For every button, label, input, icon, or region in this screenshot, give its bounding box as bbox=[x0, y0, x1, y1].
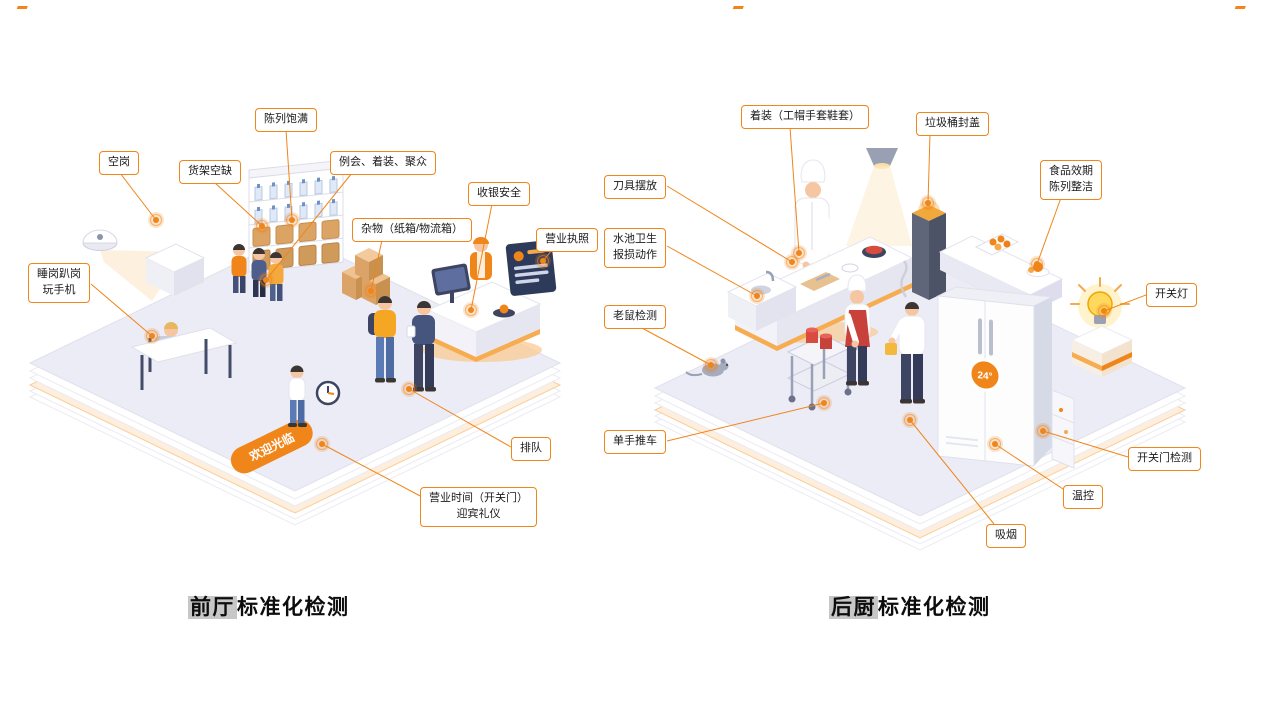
callout-light-switch: 开关灯 bbox=[1146, 283, 1197, 307]
detection-dot bbox=[254, 218, 270, 234]
callout-display-full: 陈列饱满 bbox=[255, 108, 317, 132]
back-kitchen-title: 后厨标准化检测 bbox=[829, 591, 991, 621]
staff-person-yellow bbox=[268, 252, 284, 301]
faucet-icon bbox=[765, 270, 775, 282]
callout-uniform: 着装（工帽手套鞋套） bbox=[741, 105, 869, 129]
callout-opening-hours: 营业时间（开关门） 迎宾礼仪 bbox=[420, 487, 537, 527]
detection-dot bbox=[1029, 256, 1045, 272]
walking-person bbox=[288, 365, 307, 427]
back-kitchen-illustration: 24° bbox=[653, 148, 1187, 551]
front-hall-illustration: 欢迎光临 bbox=[28, 159, 562, 526]
detection-dot bbox=[314, 436, 330, 452]
pos-monitor bbox=[431, 263, 471, 296]
front-hall-title: 前厅标准化检测 bbox=[188, 591, 350, 621]
callout-temp-control: 温控 bbox=[1063, 485, 1103, 509]
detection-dot bbox=[749, 288, 765, 304]
fridge-open-door bbox=[1051, 389, 1075, 469]
callout-rat-detection: 老鼠检测 bbox=[604, 305, 666, 329]
detection-dot bbox=[258, 272, 274, 288]
callout-cashier-safety: 收银安全 bbox=[468, 182, 530, 206]
callout-business-license: 营业执照 bbox=[536, 228, 598, 252]
cutting-board bbox=[800, 272, 840, 291]
staff-person-orange bbox=[231, 244, 247, 293]
front-hall-title-highlight: 前厅 bbox=[188, 596, 237, 619]
shelf-bags bbox=[252, 219, 340, 271]
callout-door-detection: 开关门检测 bbox=[1128, 447, 1201, 471]
surveillance-camera-icon bbox=[82, 229, 118, 251]
detection-dot bbox=[144, 328, 160, 344]
queue-person-phone bbox=[406, 301, 436, 392]
detection-dot bbox=[284, 212, 300, 228]
bulb-rays bbox=[1070, 277, 1130, 305]
callout-meeting-dress-crowd: 例会、着装、聚众 bbox=[330, 151, 436, 175]
callout-one-hand-cart: 单手推车 bbox=[604, 430, 666, 454]
detection-dot bbox=[703, 357, 719, 373]
sleeping-person-table bbox=[130, 322, 238, 390]
queue-person-backpack bbox=[368, 296, 396, 383]
detection-dot bbox=[816, 395, 832, 411]
display-shelf bbox=[248, 159, 344, 273]
callout-empty-post: 空岗 bbox=[99, 151, 139, 175]
detection-dot bbox=[920, 195, 936, 211]
back-kitchen-title-rest: 标准化检测 bbox=[878, 596, 991, 619]
callout-smoking: 吸烟 bbox=[986, 524, 1026, 548]
light-bulb bbox=[1070, 277, 1134, 377]
decorative-marks bbox=[16, 6, 1246, 9]
smoke-wisp bbox=[900, 260, 908, 298]
detection-dot bbox=[463, 302, 479, 318]
front-hall-title-rest: 标准化检测 bbox=[237, 596, 350, 619]
sink-counter bbox=[726, 270, 798, 331]
staff-person-navy bbox=[251, 248, 267, 297]
callout-lines bbox=[90, 126, 1147, 525]
staff-group bbox=[231, 244, 284, 301]
queue-people bbox=[368, 296, 436, 392]
detection-dot bbox=[363, 283, 379, 299]
fridge-temp-label: 24° bbox=[977, 370, 992, 383]
callout-clutter-boxes: 杂物（纸箱/物流箱） bbox=[352, 218, 473, 242]
detection-dots bbox=[144, 195, 1112, 452]
callout-sleep-on-duty: 睡岗趴岗 玩手机 bbox=[28, 263, 90, 303]
detection-dot bbox=[401, 381, 417, 397]
detection-dot bbox=[535, 253, 551, 269]
detection-dot bbox=[784, 254, 800, 270]
detection-dot bbox=[148, 212, 164, 228]
cook-red-apron bbox=[844, 274, 871, 386]
callout-trash-lid: 垃圾桶封盖 bbox=[916, 112, 989, 136]
smoking-person bbox=[885, 260, 926, 404]
kitchen-lamp bbox=[846, 148, 912, 246]
clock-icon bbox=[315, 380, 341, 406]
detection-dot bbox=[987, 436, 1003, 452]
shelf-bottles bbox=[254, 175, 338, 224]
trash-bin bbox=[912, 200, 946, 300]
fridge: 24° bbox=[936, 286, 1075, 469]
detection-dot bbox=[1035, 423, 1051, 439]
fridge-temp-badge bbox=[968, 358, 1002, 392]
callout-knife-placement: 刀具摆放 bbox=[604, 175, 666, 199]
knife-icon bbox=[815, 272, 831, 282]
side-counter bbox=[144, 243, 206, 296]
detection-dot bbox=[1096, 303, 1112, 319]
callout-food-expiry: 食品效期 陈列整洁 bbox=[1040, 160, 1102, 200]
back-kitchen-title-highlight: 后厨 bbox=[829, 596, 878, 619]
callout-sink-hygiene: 水池卫生 报损动作 bbox=[604, 228, 666, 268]
callout-queue: 排队 bbox=[511, 437, 551, 461]
callout-shelf-vacancy: 货架空缺 bbox=[179, 160, 241, 184]
detection-dot bbox=[902, 412, 918, 428]
